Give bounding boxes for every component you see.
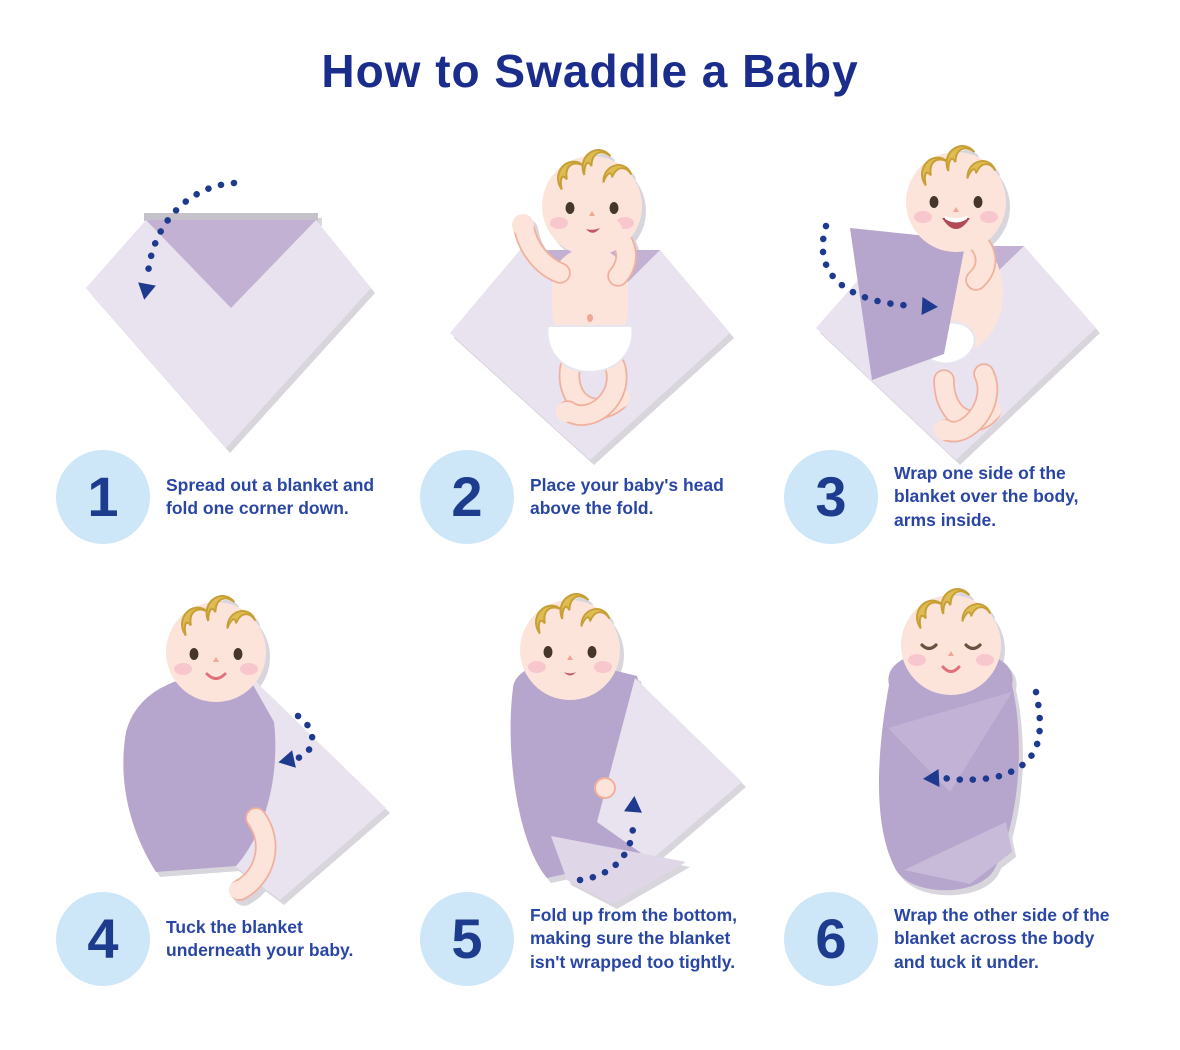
baby-swaddled <box>878 588 1019 891</box>
fold-arrow-icon <box>135 179 238 302</box>
baby <box>512 149 642 426</box>
step-5-number-badge: 5 <box>420 892 514 986</box>
step-6: 6 Wrap the other side of the blanket acr… <box>776 570 1132 986</box>
step-number: 4 <box>87 907 119 970</box>
step-2-caption: 2 Place your baby's head above the fold. <box>412 450 768 544</box>
step-1-number-badge: 1 <box>56 450 150 544</box>
step-2: 2 Place your baby's head above the fold. <box>412 128 768 544</box>
step-number: 6 <box>815 907 847 970</box>
step-4: 4 Tuck the blanket underneath your baby. <box>48 570 404 986</box>
step-3: 3 Wrap one side of the blanket over the … <box>776 128 1132 544</box>
steps-grid: 1 Spread out a blanket and fold one corn… <box>0 128 1180 986</box>
baby-face <box>901 588 1001 695</box>
baby-face <box>520 593 620 700</box>
step-number: 5 <box>451 907 483 970</box>
baby-face <box>542 149 642 256</box>
step-4-caption: 4 Tuck the blanket underneath your baby. <box>48 892 404 986</box>
step-caption-text: Place your baby's head above the fold. <box>530 474 724 518</box>
step-number: 2 <box>451 465 483 528</box>
step-caption-text: Wrap the other side of the blanket acros… <box>894 905 1110 972</box>
step-4-number-badge: 4 <box>56 892 150 986</box>
step-number: 3 <box>815 465 847 528</box>
step-3-caption: 3 Wrap one side of the blanket over the … <box>776 450 1132 544</box>
step-number: 1 <box>87 465 119 528</box>
step-caption-text: Spread out a blanket and fold one corner… <box>166 474 375 518</box>
step-6-caption: 6 Wrap the other side of the blanket acr… <box>776 892 1132 986</box>
step-caption-text: Tuck the blanket underneath your baby. <box>166 916 354 960</box>
step-2-illustration <box>420 128 760 468</box>
step-3-number-badge: 3 <box>784 450 878 544</box>
baby-half-wrapped <box>816 145 1096 460</box>
page-title: How to Swaddle a Baby <box>321 45 859 97</box>
step-1: 1 Spread out a blanket and fold one corn… <box>48 128 404 544</box>
wrap-arrow-icon <box>819 222 939 316</box>
step-3-illustration <box>784 128 1124 468</box>
step-caption-text: Fold up from the bottom, making sure the… <box>530 905 738 972</box>
wrap-around-arrow-icon <box>922 688 1044 788</box>
step-5-illustration <box>420 570 760 910</box>
baby-bottom-folded <box>510 593 742 904</box>
blanket-folded-corner <box>86 213 371 448</box>
step-1-caption: 1 Spread out a blanket and fold one corn… <box>48 450 404 544</box>
step-4-illustration <box>56 570 396 910</box>
baby-face <box>166 595 266 702</box>
foldup-arrow-icon <box>576 795 644 884</box>
step-6-illustration <box>784 570 1124 910</box>
tuck-arrow-icon <box>276 712 316 772</box>
step-caption-text: Wrap one side of the blanket over the bo… <box>894 463 1079 530</box>
step-1-illustration <box>56 128 396 468</box>
step-5: 5 Fold up from the bottom, making sure t… <box>412 570 768 986</box>
baby-on-blanket <box>450 149 730 460</box>
baby-face <box>906 145 1006 252</box>
baby-tucked <box>123 595 386 901</box>
step-2-number-badge: 2 <box>420 450 514 544</box>
step-5-caption: 5 Fold up from the bottom, making sure t… <box>412 892 768 986</box>
step-6-number-badge: 6 <box>784 892 878 986</box>
